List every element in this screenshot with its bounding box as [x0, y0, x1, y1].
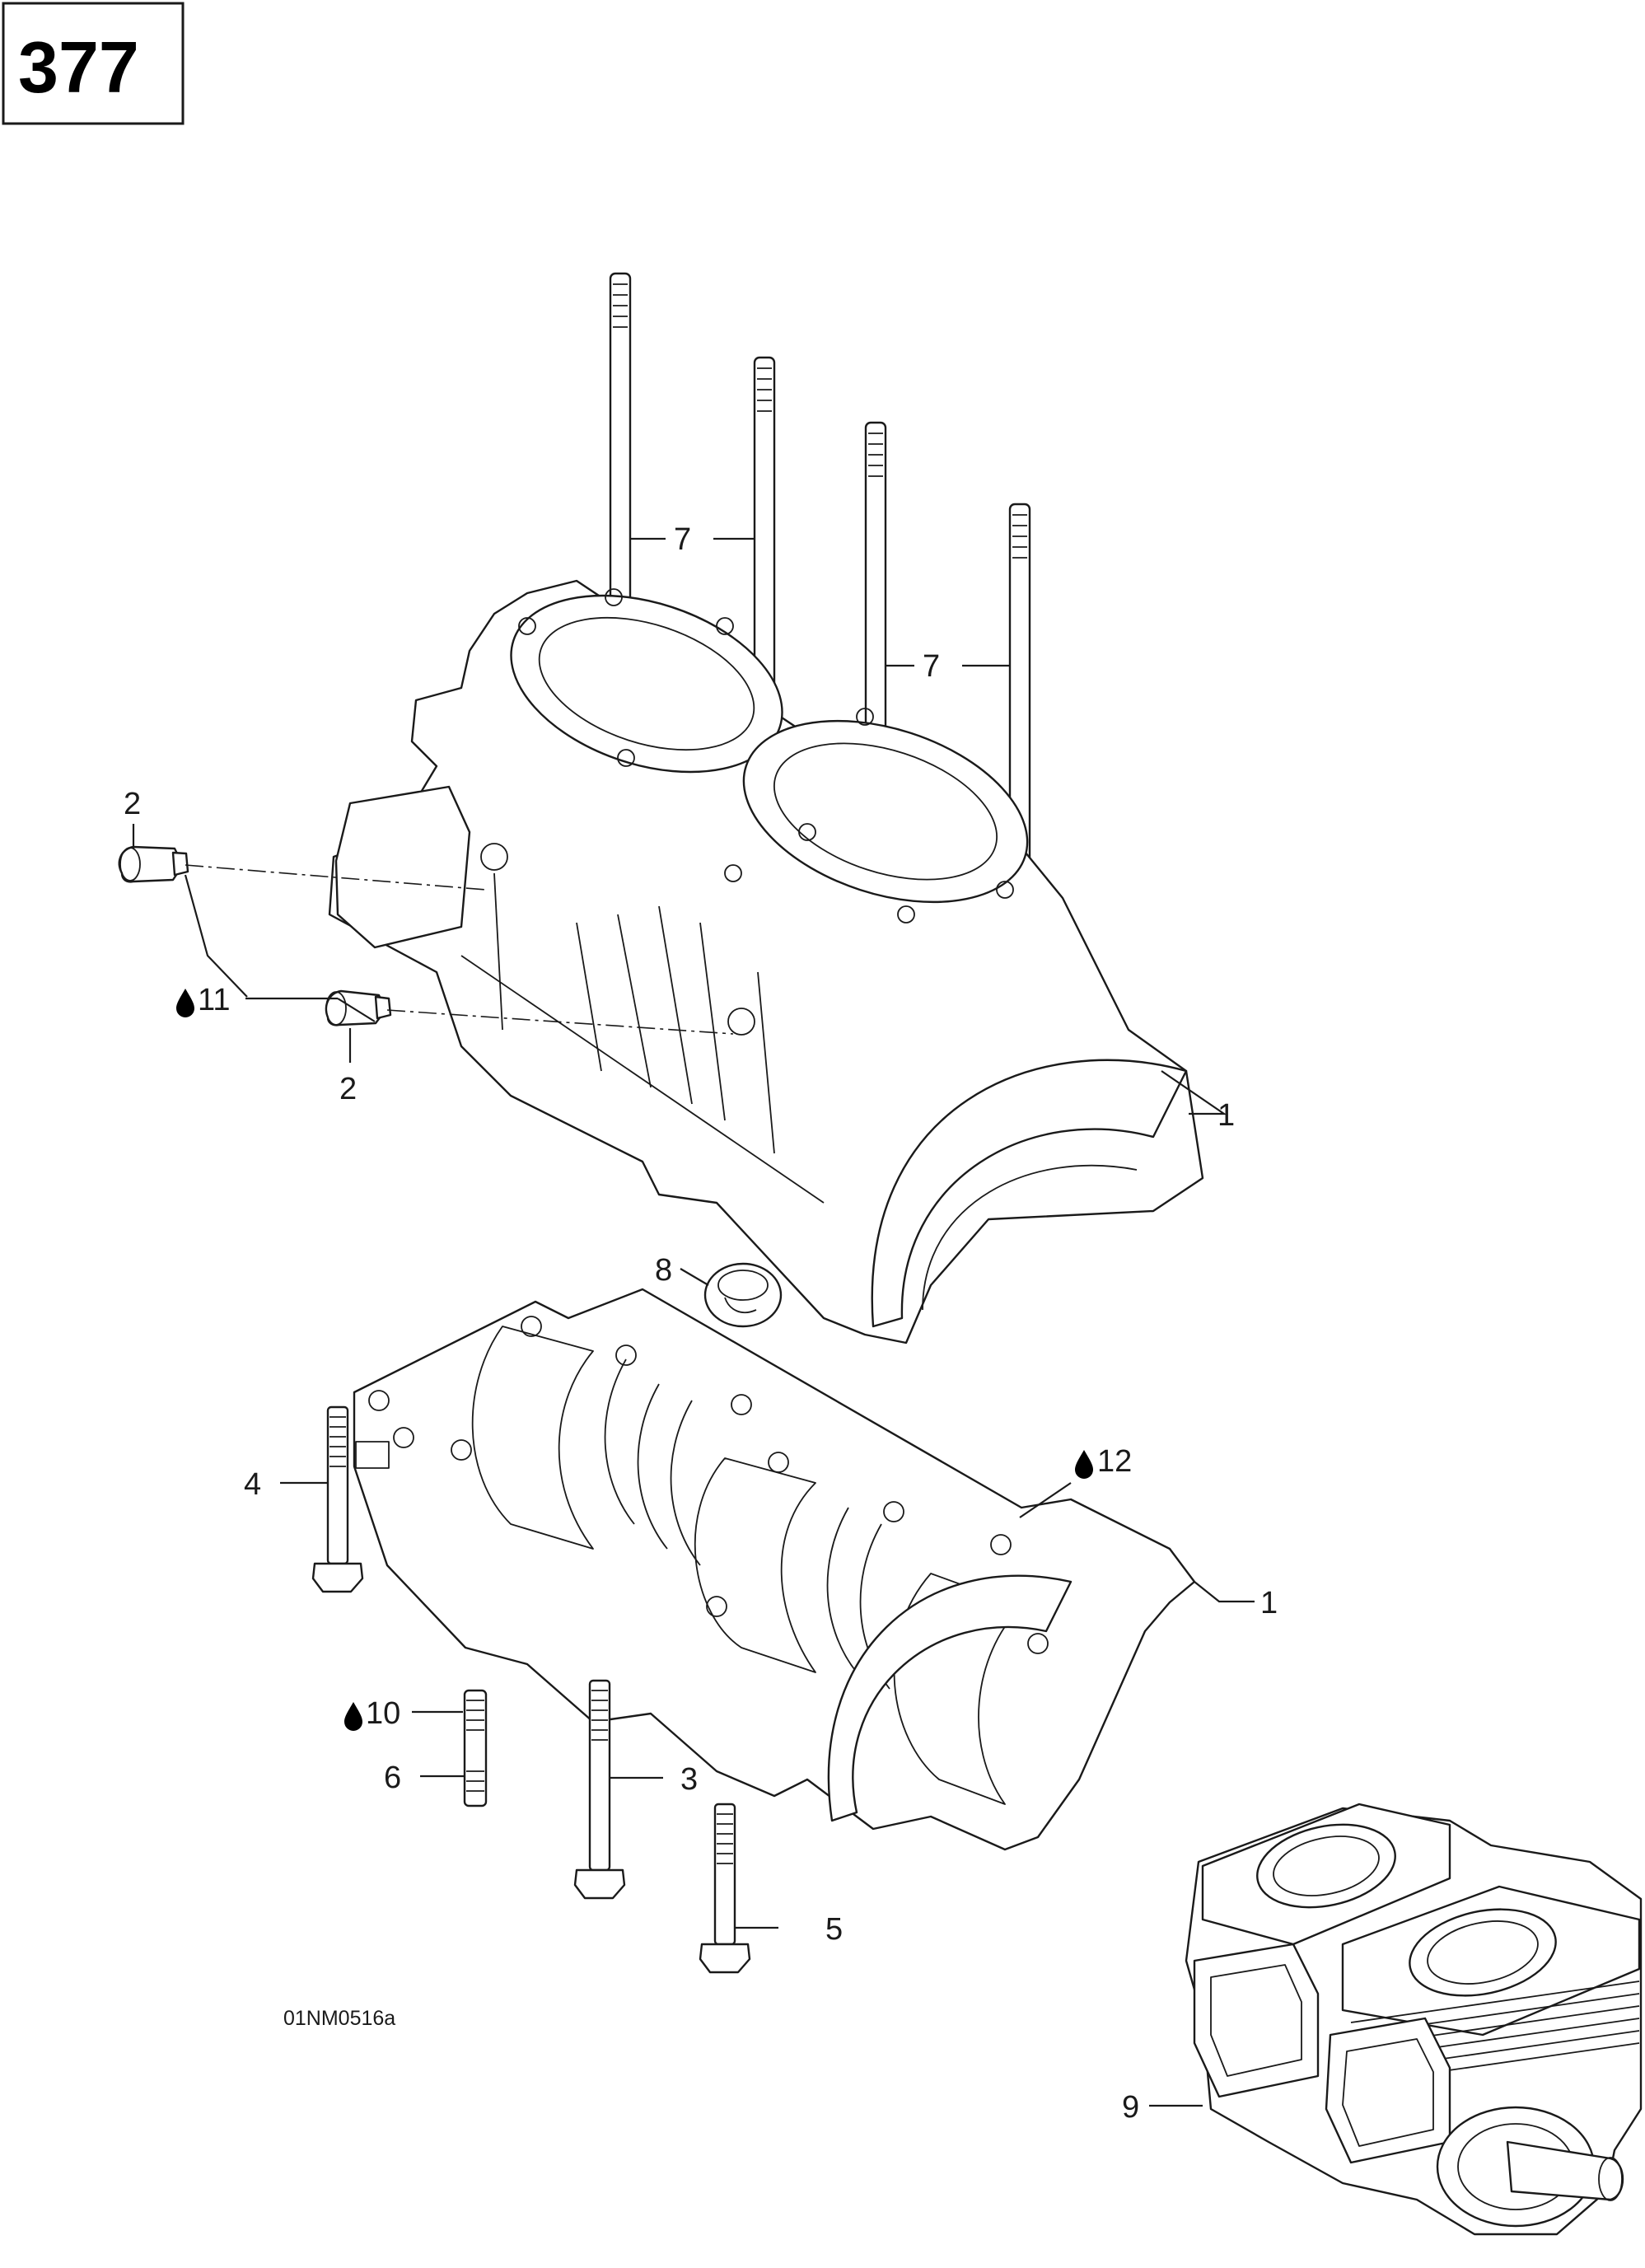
screw-5	[699, 1803, 751, 1974]
callout-10: 10	[366, 1696, 400, 1731]
oil-drop-icon-10	[344, 1702, 362, 1731]
callout-6: 6	[384, 1761, 401, 1795]
callout-2a: 2	[124, 787, 141, 821]
alignment-line-upper	[185, 864, 487, 891]
callout-1b: 1	[1260, 1586, 1278, 1620]
engine-assembly	[1185, 1803, 1643, 2236]
leader-lines	[132, 537, 1255, 2107]
callout-5: 5	[825, 1912, 843, 1947]
callout-7b: 7	[923, 649, 940, 684]
callout-7a: 7	[674, 522, 691, 557]
callout-1a: 1	[1217, 1098, 1235, 1133]
plug-upper	[118, 845, 189, 883]
upper-crankcase	[328, 579, 1204, 1344]
oil-drop-icon-11	[176, 989, 194, 1017]
callout-8: 8	[655, 1253, 672, 1288]
callout-4: 4	[244, 1467, 261, 1502]
bushing	[703, 1262, 783, 1328]
callout-3: 3	[680, 1762, 698, 1797]
oil-drop-icon-12	[1075, 1450, 1093, 1479]
stud-6	[463, 1689, 488, 1807]
plug-lower	[325, 989, 392, 1026]
screw-4	[311, 1405, 364, 1593]
callout-2b: 2	[339, 1072, 357, 1106]
callout-9: 9	[1122, 2090, 1139, 2125]
page-number-box: 377	[2, 2, 185, 125]
lower-crankcase	[353, 1288, 1196, 1851]
screw-3	[573, 1679, 626, 1900]
page-number: 377	[18, 26, 139, 108]
figure-code: 01NM0516a	[283, 2007, 395, 2030]
leader-11b	[337, 998, 376, 1022]
callout-11: 11	[198, 983, 230, 1017]
callout-12: 12	[1097, 1444, 1132, 1479]
alignment-line-lower	[386, 1009, 734, 1035]
